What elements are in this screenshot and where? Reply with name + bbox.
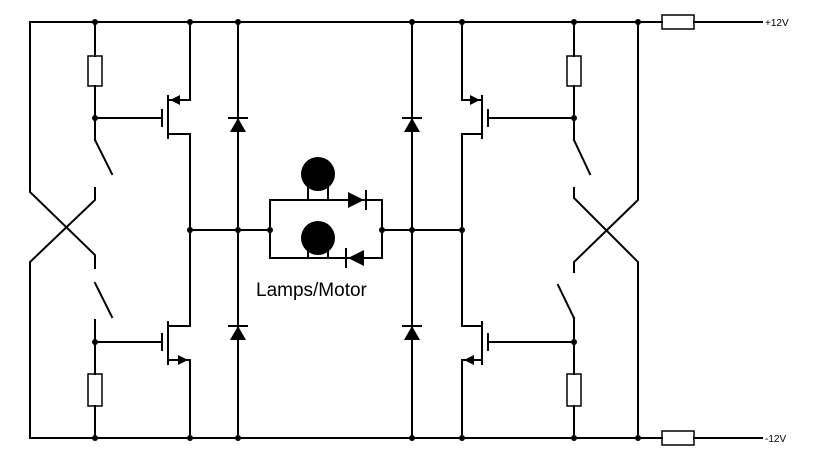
mosfet-right-bottom: [461, 229, 489, 439]
switch-left-top: [93, 138, 114, 176]
negative-supply-label: -12V: [765, 434, 786, 445]
load-label: Lamps/Motor: [256, 280, 368, 301]
negative-rail: [29, 430, 763, 446]
mosfet-right-top: [461, 21, 489, 231]
switch-right-bottom: [556, 283, 576, 320]
junction-dots: [92, 19, 641, 441]
positive-rail: [29, 14, 763, 30]
load-network: [269, 157, 413, 268]
mosfet-left-bottom: [161, 229, 191, 439]
lamp-top-icon: [301, 157, 335, 191]
left-top-gate-network: [87, 21, 163, 176]
rail-resistor-top: [661, 14, 695, 30]
right-top-gate-network: [487, 21, 592, 176]
rail-resistor-bottom: [661, 430, 695, 446]
right-bottom-gate-network: [487, 283, 582, 439]
switch-right-top: [572, 138, 592, 176]
resistor-right-top: [566, 55, 582, 87]
diode-load-bottom: [348, 250, 364, 266]
lamp-bottom-icon: [301, 221, 335, 255]
positive-supply-label: +12V: [765, 18, 789, 29]
resistor-left-bottom: [87, 373, 103, 407]
mosfet-left-top: [161, 21, 191, 231]
resistor-left-top: [87, 55, 103, 87]
diode-load-top: [348, 192, 364, 208]
left-bottom-gate-network: [87, 281, 163, 439]
switch-left-bottom: [93, 281, 114, 319]
right-cross-link: [573, 21, 639, 439]
resistor-right-bottom: [566, 373, 582, 407]
left-cross-link: [29, 21, 96, 439]
